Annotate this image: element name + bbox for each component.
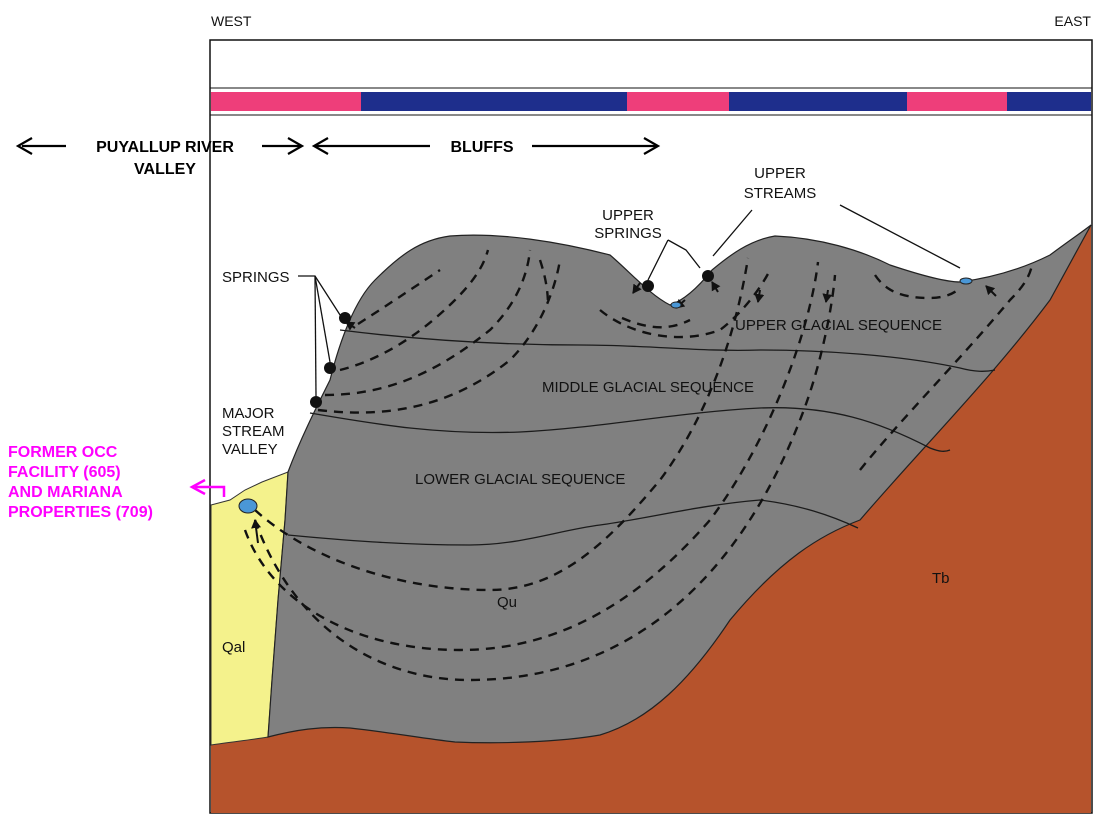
west-label: WEST — [211, 13, 252, 29]
east-label: EAST — [1054, 13, 1091, 29]
lower-glacial-sequence-label: LOWER GLACIAL SEQUENCE — [415, 471, 625, 488]
qal-label: Qal — [222, 639, 245, 656]
callout-text-3: AND MARIANA — [8, 484, 123, 501]
tb-label: Tb — [932, 570, 950, 587]
springs-label: SPRINGS — [222, 269, 290, 286]
puyallup-river-valley-label-2: VALLEY — [134, 161, 196, 178]
site-callout: FORMER OCC FACILITY (605) AND MARIANA PR… — [8, 444, 224, 521]
bar-segment-pink-2 — [627, 92, 729, 111]
bar-segment-navy-2 — [729, 92, 907, 111]
middle-glacial-sequence-label: MIDDLE GLACIAL SEQUENCE — [542, 379, 754, 396]
bar-segment-navy-1 — [361, 92, 627, 111]
major-stream-valley-label-2: STREAM — [222, 423, 285, 440]
spring-icon — [324, 362, 336, 374]
major-stream-water — [239, 499, 257, 513]
spring-icon — [642, 280, 654, 292]
major-stream-valley-label: MAJOR — [222, 405, 275, 422]
bar-segment-pink-3 — [907, 92, 1007, 111]
major-stream-valley-label-3: VALLEY — [222, 441, 278, 458]
color-bar — [210, 88, 1092, 115]
upper-glacial-sequence-label: UPPER GLACIAL SEQUENCE — [735, 317, 942, 334]
upper-spring-water — [671, 302, 681, 308]
callout-text-2: FACILITY (605) — [8, 464, 121, 481]
upper-springs-label-2: SPRINGS — [594, 225, 662, 242]
qu-label: Qu — [497, 594, 517, 611]
upper-stream-water — [960, 278, 972, 284]
upper-springs-label: UPPER — [602, 207, 654, 224]
bar-segment-pink-1 — [211, 92, 361, 111]
callout-text-4: PROPERTIES (709) — [8, 504, 153, 521]
bluffs-label: BLUFFS — [450, 139, 513, 156]
puyallup-river-valley-label: PUYALLUP RIVER — [96, 139, 234, 156]
upper-streams-label-2: STREAMS — [744, 185, 817, 202]
spring-icon — [310, 396, 322, 408]
spring-icon — [702, 270, 714, 282]
bar-segment-navy-3 — [1007, 92, 1091, 111]
spring-icon — [339, 312, 351, 324]
upper-streams-label: UPPER — [754, 165, 806, 182]
callout-text: FORMER OCC — [8, 444, 118, 461]
